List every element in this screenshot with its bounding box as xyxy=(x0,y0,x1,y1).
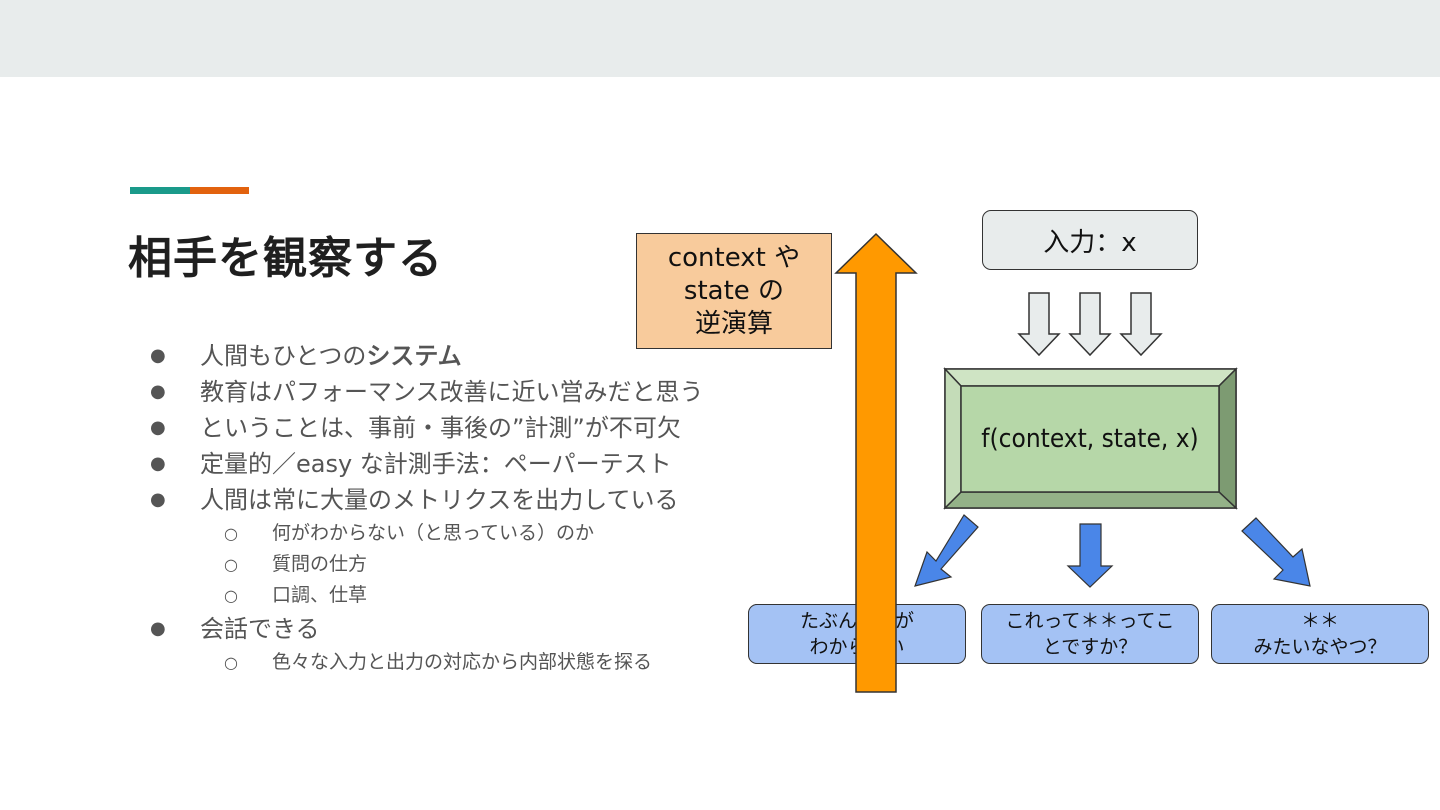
output-arrows xyxy=(914,514,1311,588)
up-arrow-icon xyxy=(834,232,918,693)
sub-bullet-item: ○ 質問の仕方 xyxy=(150,549,790,580)
input-box: 入力：x xyxy=(982,210,1198,270)
context-box: context や state の 逆演算 xyxy=(636,233,832,349)
bullet-item: ● ということは、事前・事後の”計測”が不可欠 xyxy=(150,410,790,446)
accent-bar-orange xyxy=(190,187,249,194)
bullet-list: ● 人間もひとつのシステム ● 教育はパフォーマンス改善に近い営みだと思う ● という… xyxy=(150,338,790,678)
slide-title: 相手を観察する xyxy=(128,233,443,284)
sub-bullet-text: 口調、仕草 xyxy=(272,584,368,606)
bullet-dot-icon: ● xyxy=(150,618,166,639)
context-box-line: context や xyxy=(667,242,801,273)
down-arrow-icon xyxy=(1066,523,1114,588)
bullet-item: ● 人間もひとつのシステム xyxy=(150,338,790,374)
bullet-strong-text: システム xyxy=(366,342,462,370)
context-box-line: 逆演算 xyxy=(694,308,773,339)
accent-bar-teal xyxy=(130,187,190,194)
function-box xyxy=(943,367,1238,510)
bullet-text: 人間もひとつの xyxy=(200,342,367,370)
sub-bullet-item: ○ 何がわからない（と思っている）のか xyxy=(150,518,790,549)
top-band xyxy=(0,0,1440,77)
context-box-line: state の xyxy=(683,275,785,306)
bullet-text: 人間は常に大量のメトリクスを出力している xyxy=(200,486,679,514)
bullet-text: 定量的／easy な計測手法：ペーパーテスト xyxy=(200,450,672,478)
bullet-text: ということは、事前・事後の”計測”が不可欠 xyxy=(200,414,681,442)
output-box-2: これって＊＊ってこ とですか？ xyxy=(981,604,1199,664)
bullet-item: ● 人間は常に大量のメトリクスを出力している xyxy=(150,482,790,518)
output-box-line: ＊＊ xyxy=(1300,610,1339,632)
bullet-dot-icon: ● xyxy=(150,453,166,474)
bullet-item: ● 定量的／easy な計測手法：ペーパーテスト xyxy=(150,446,790,482)
down-arrow-icon xyxy=(1068,292,1112,357)
diagonal-arrow-icon xyxy=(914,514,979,587)
function-label: f(context, state, x) xyxy=(981,424,1199,454)
sub-bullet-circle-icon: ○ xyxy=(224,555,238,574)
bullet-dot-icon: ● xyxy=(150,489,166,510)
bullet-dot-icon: ● xyxy=(150,381,166,402)
sub-bullet-circle-icon: ○ xyxy=(224,524,238,543)
bullet-dot-icon: ● xyxy=(150,345,166,366)
sub-bullet-text: 質問の仕方 xyxy=(272,553,368,575)
sub-bullet-circle-icon: ○ xyxy=(224,586,238,605)
output-box-3: ＊＊ みたいなやつ？ xyxy=(1211,604,1429,664)
bullet-item: ● 会話できる xyxy=(150,611,790,647)
sub-bullet-text: 色々な入力と出力の対応から内部状態を探る xyxy=(272,651,653,673)
sub-bullet-item: ○ 色々な入力と出力の対応から内部状態を探る xyxy=(150,647,790,678)
down-arrow-icon xyxy=(1017,292,1061,357)
bullet-text: 会話できる xyxy=(200,615,320,643)
diagonal-arrow-icon xyxy=(1241,517,1311,587)
sub-bullet-text: 何がわからない（と思っている）のか xyxy=(272,522,595,544)
sub-bullet-circle-icon: ○ xyxy=(224,653,238,672)
bullet-text: 教育はパフォーマンス改善に近い営みだと思う xyxy=(200,378,704,406)
sub-bullet-item: ○ 口調、仕草 xyxy=(150,580,790,611)
output-box-line: とですか？ xyxy=(1042,636,1138,658)
output-box-line: みたいなやつ？ xyxy=(1253,636,1387,658)
down-arrow-icon xyxy=(1119,292,1163,357)
bullet-item: ● 教育はパフォーマンス改善に近い営みだと思う xyxy=(150,374,790,410)
output-box-line: これって＊＊ってこ xyxy=(1005,610,1175,632)
input-arrows xyxy=(1017,292,1163,357)
bullet-dot-icon: ● xyxy=(150,417,166,438)
